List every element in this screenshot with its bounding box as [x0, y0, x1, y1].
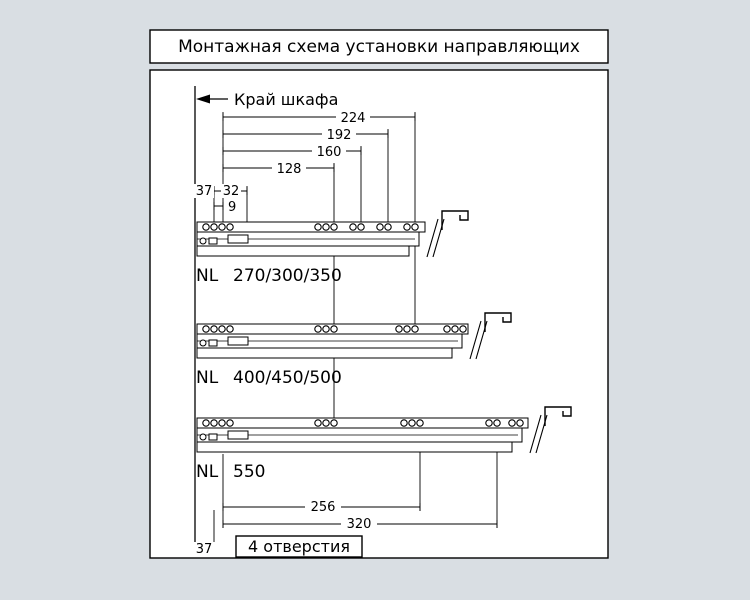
- mounting-hole: [443, 325, 451, 333]
- mounting-hole: [218, 223, 226, 231]
- mounting-hole: [330, 325, 338, 333]
- mounting-hole: [314, 223, 322, 231]
- rear-hook-bracket: [484, 312, 512, 332]
- slide-1-sizes: 270/300/350: [233, 266, 342, 286]
- rear-hook-bracket: [441, 210, 469, 230]
- mounting-hole: [322, 325, 330, 333]
- mounting-hole: [226, 325, 234, 333]
- latch-detail: [227, 336, 249, 346]
- rail-bottom: [196, 441, 513, 453]
- mounting-hole: [322, 419, 330, 427]
- holes-note: 4 отверстия: [248, 537, 350, 556]
- dim-9: 9: [228, 200, 236, 215]
- break-mark: [469, 320, 482, 360]
- rear-hook-bracket: [544, 406, 572, 426]
- mounting-hole: [508, 419, 516, 427]
- mounting-hole: [330, 419, 338, 427]
- front-fixing-hole: [199, 339, 207, 347]
- mounting-hole: [314, 325, 322, 333]
- dim-192: 192: [327, 128, 352, 143]
- mounting-hole: [226, 223, 234, 231]
- mounting-hole: [459, 325, 467, 333]
- mounting-hole: [202, 419, 210, 427]
- slide-drawing-3: [196, 406, 572, 454]
- front-detail: [208, 237, 218, 245]
- mounting-hole: [322, 223, 330, 231]
- slide-2-sizes: 400/450/500: [233, 368, 342, 388]
- mounting-hole: [493, 419, 501, 427]
- dim-37-top: 37: [196, 184, 213, 199]
- mounting-hole: [226, 419, 234, 427]
- mounting-hole: [485, 419, 493, 427]
- dim-320: 320: [347, 517, 372, 532]
- slide-label-1: NL 270/300/350: [196, 266, 342, 286]
- slide-drawing-2: [196, 312, 512, 360]
- front-detail: [208, 339, 218, 347]
- mounting-hole: [516, 419, 524, 427]
- diagram-frame: [149, 69, 609, 559]
- front-detail: [208, 433, 218, 441]
- dim-256: 256: [311, 500, 336, 515]
- slide-drawings: [196, 210, 572, 454]
- mounting-hole: [403, 223, 411, 231]
- dim-160: 160: [317, 145, 342, 160]
- mounting-hole: [202, 325, 210, 333]
- mounting-hole: [408, 419, 416, 427]
- slide-label-3: NL 550: [196, 462, 265, 482]
- dim-32: 32: [223, 184, 240, 199]
- title-box: [149, 29, 609, 64]
- slide-2-prefix: NL: [196, 368, 219, 388]
- slide-3-sizes: 550: [233, 462, 265, 482]
- mounting-hole: [349, 223, 357, 231]
- arrow-left-icon: [196, 94, 210, 104]
- diagram-title: Монтажная схема установки направляющих: [178, 37, 580, 57]
- slide-3-prefix: NL: [196, 462, 219, 482]
- mounting-hole: [411, 223, 419, 231]
- slide-label-2: NL 400/450/500: [196, 368, 342, 388]
- rail-top: [196, 417, 529, 429]
- mounting-hole: [411, 325, 419, 333]
- mounting-hole: [403, 325, 411, 333]
- holes-note-box: [235, 535, 363, 558]
- mounting-hole: [416, 419, 424, 427]
- mounting-hole: [395, 325, 403, 333]
- latch-detail: [227, 430, 249, 440]
- cabinet-edge-arrow: [196, 94, 228, 104]
- dim-37-bottom: 37: [196, 542, 213, 557]
- mounting-hole: [357, 223, 365, 231]
- mounting-hole: [202, 223, 210, 231]
- mounting-hole: [218, 325, 226, 333]
- mounting-hole: [210, 419, 218, 427]
- mounting-hole: [210, 325, 218, 333]
- mounting-hole: [218, 419, 226, 427]
- front-fixing-hole: [199, 237, 207, 245]
- mounting-hole: [314, 419, 322, 427]
- break-mark: [426, 218, 439, 258]
- mounting-hole: [451, 325, 459, 333]
- cabinet-edge-label: Край шкафа: [234, 90, 338, 109]
- slide-drawing-1: [196, 210, 469, 258]
- rail-bottom: [196, 347, 453, 359]
- dimension-lines: [193, 110, 498, 556]
- dim-224: 224: [341, 111, 366, 126]
- mounting-hole: [384, 223, 392, 231]
- break-mark: [529, 414, 542, 454]
- rail-bottom: [196, 245, 410, 257]
- dim-128: 128: [277, 162, 302, 177]
- slide-1-prefix: NL: [196, 266, 219, 286]
- mounting-hole: [210, 223, 218, 231]
- mounting-hole: [330, 223, 338, 231]
- front-fixing-hole: [199, 433, 207, 441]
- latch-detail: [227, 234, 249, 244]
- mounting-hole: [376, 223, 384, 231]
- mounting-hole: [400, 419, 408, 427]
